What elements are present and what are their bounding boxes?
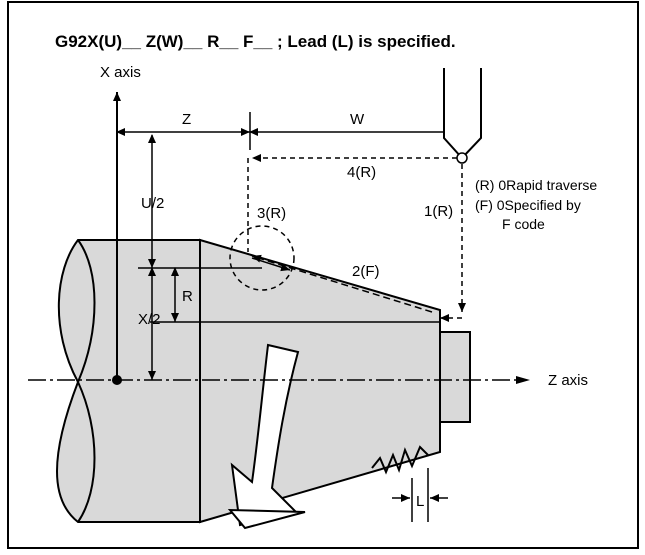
chip-wedge: [227, 508, 306, 530]
path-2-label: 2(F): [352, 263, 380, 280]
z-dimension-label: Z: [182, 111, 191, 128]
tool-body: [443, 68, 482, 160]
thread-teeth: [371, 445, 429, 475]
r-dimension-label: R: [182, 288, 193, 305]
detail-circle: [229, 225, 295, 291]
workpiece-break-line: [76, 239, 96, 523]
path-3-label: 3(R): [257, 205, 286, 222]
u-half-label: U/2: [141, 195, 164, 212]
legend-f-code: F code: [502, 216, 545, 232]
path-4-label: 4(R): [347, 164, 376, 181]
x-half-label: X/2: [138, 311, 161, 328]
w-dimension-label: W: [350, 111, 365, 128]
path-1-label: 1(R): [424, 203, 453, 220]
cutting-tool: [443, 68, 482, 164]
workpiece: [56, 238, 471, 530]
detail-arrow: [251, 257, 291, 272]
outer-border: [7, 1, 639, 549]
workpiece-cylinder: [56, 239, 201, 523]
x-axis-label: X axis: [100, 64, 141, 81]
workpiece-shoulder: [439, 331, 471, 423]
z-axis-arrowhead: [516, 376, 530, 384]
origin-point: [112, 375, 122, 385]
legend-rapid-traverse: (R) 0Rapid traverse: [475, 177, 597, 193]
legend-specified-by: (F) 0Specified by: [475, 197, 581, 213]
diagram-title: G92X(U)__ Z(W)__ R__ F__ ; Lead (L) is s…: [55, 32, 456, 51]
z-axis-label: Z axis: [548, 372, 588, 389]
lead-label: L: [416, 493, 424, 510]
tool-start-point: [456, 152, 468, 164]
